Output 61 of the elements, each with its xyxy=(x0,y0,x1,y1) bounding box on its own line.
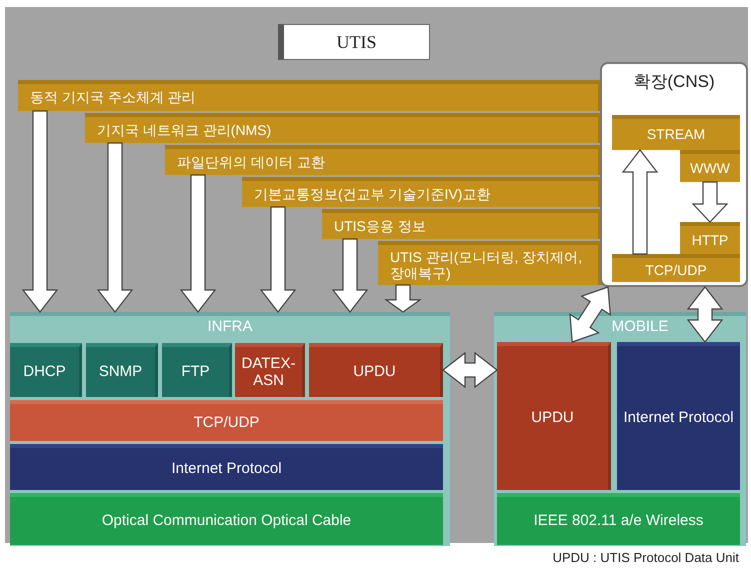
layer-label: Internet Protocol xyxy=(623,409,734,427)
layer-label: DHCP xyxy=(23,363,66,381)
layer-bar xyxy=(378,241,602,285)
layer-label: 확장(CNS) xyxy=(633,72,715,92)
footnote: UPDU : UTIS Protocol Data Unit xyxy=(552,550,739,565)
extension-panel xyxy=(600,62,748,287)
layer-bar xyxy=(18,80,602,111)
layer-bar xyxy=(617,342,740,490)
layer-bar xyxy=(680,222,740,254)
layer-label: UTIS응용 정보 xyxy=(334,218,426,234)
protocol-block xyxy=(162,343,232,397)
layer-label: INFRA xyxy=(208,318,252,336)
layer-bar xyxy=(322,209,602,239)
layer-bar xyxy=(10,493,443,545)
layer-label: 기본교통정보(건교부 기술기준IV)교환 xyxy=(254,186,490,202)
layer-label: STREAM xyxy=(646,126,706,143)
block-arrow xyxy=(260,206,296,313)
layer-label: HTTP xyxy=(692,232,728,248)
layer-bar xyxy=(85,113,602,143)
layer-label: 기지국 네트워크 관리(NMS) xyxy=(97,122,272,138)
block-arrow xyxy=(622,149,658,255)
title-box: UTIS xyxy=(278,24,430,60)
layer-bar xyxy=(497,493,740,545)
layer-bar xyxy=(612,115,740,150)
layer-label: TCP/UDP xyxy=(645,262,707,278)
block-arrow xyxy=(384,284,422,313)
block-arrow xyxy=(96,142,134,313)
layer-label: Internet Protocol xyxy=(171,460,282,478)
layer-label: Optical Communication Optical Cable xyxy=(102,512,352,530)
layer-bar xyxy=(680,150,740,182)
block-arrow xyxy=(692,181,728,223)
layer-bar xyxy=(612,254,740,282)
layer-label: MOBILE xyxy=(612,318,668,336)
layer-bar xyxy=(10,400,443,441)
protocol-block xyxy=(309,343,443,397)
block-arrow xyxy=(22,110,58,313)
block-arrow xyxy=(686,286,724,343)
layer-bar xyxy=(10,444,443,490)
block-arrow xyxy=(442,352,498,388)
layer-label: UPDU xyxy=(531,409,574,427)
block-arrow xyxy=(569,286,611,343)
layer-label: TCP/UDP xyxy=(194,414,260,432)
layer-label: UTIS 관리(모니터링, 장치제어, 장애복구) xyxy=(390,248,584,282)
layer-label: WWW xyxy=(690,160,730,176)
layer-bar xyxy=(242,177,602,207)
protocol-block xyxy=(235,343,305,397)
layer-bar xyxy=(165,145,602,175)
protocol-block xyxy=(10,343,82,397)
layer-label: FTP xyxy=(181,363,210,381)
protocol-block xyxy=(497,342,611,490)
layer-label: UPDU xyxy=(353,363,396,381)
layer-label: IEEE 802.11 a/e Wireless xyxy=(534,512,704,530)
block-arrow xyxy=(332,238,368,313)
layer-label: 동적 기지국 주소체계 관리 xyxy=(30,89,196,106)
protocol-block xyxy=(86,343,158,397)
layer-label: SNMP xyxy=(98,363,142,381)
block-arrow xyxy=(180,174,216,313)
layer-label: 파일단위의 데이터 교환 xyxy=(177,154,325,170)
layer-panel xyxy=(494,312,746,546)
layer-label: DATEX-ASN xyxy=(240,354,296,390)
layer-panel xyxy=(10,312,450,546)
